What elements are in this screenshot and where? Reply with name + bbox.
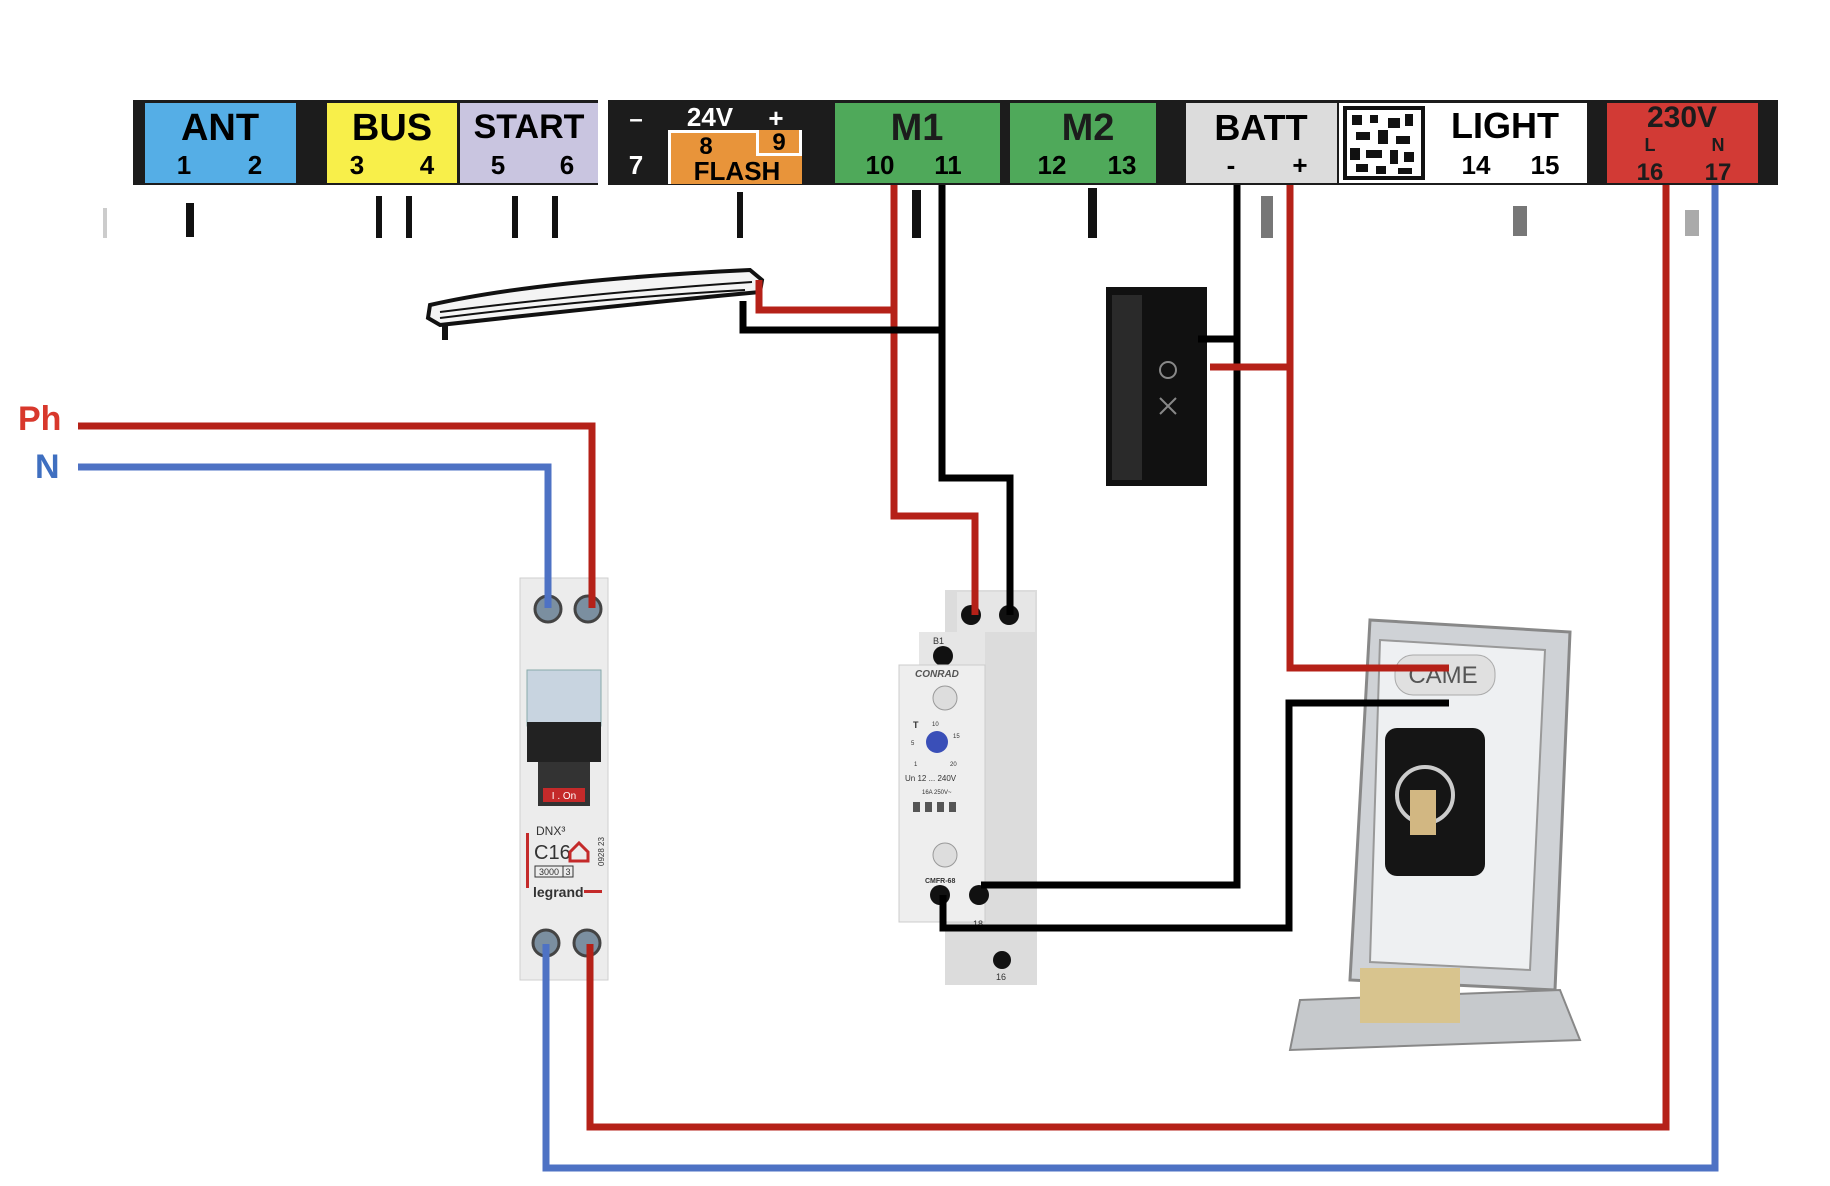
pin-10: 10 bbox=[866, 150, 895, 180]
pin-4: 4 bbox=[420, 150, 435, 180]
batt-label: BATT bbox=[1214, 107, 1307, 148]
wire-neutral-to-230v bbox=[542, 185, 1719, 1172]
wire-m1-11-to-motor bbox=[739, 301, 942, 334]
ant-label: ANT bbox=[181, 107, 259, 149]
electric-lock: CAME bbox=[1288, 618, 1582, 1052]
breaker-model: DNX³ bbox=[536, 824, 565, 838]
wire-m1-10-to-relay bbox=[890, 185, 979, 615]
breaker-rating: C16 bbox=[534, 842, 571, 864]
terminal-m2: M2 12 13 bbox=[1010, 103, 1156, 183]
light-label: LIGHT bbox=[1451, 105, 1559, 146]
terminal-start: START 5 6 bbox=[460, 103, 598, 183]
relay-time-dial[interactable] bbox=[926, 731, 948, 753]
wires bbox=[78, 185, 1719, 1172]
pin-3: 3 bbox=[350, 150, 364, 180]
relay-18-label: 18 bbox=[973, 919, 983, 929]
datamatrix-code bbox=[1343, 106, 1425, 180]
wire-batt-plus-to-lock bbox=[1286, 185, 1449, 672]
terminal-ant: ANT 1 2 bbox=[145, 103, 296, 183]
batt-minus: - bbox=[1227, 150, 1236, 180]
gate-motor-arm bbox=[425, 267, 765, 340]
dial-value: 1 bbox=[914, 762, 918, 768]
24v-plus: + bbox=[768, 103, 783, 133]
m1-label: M1 bbox=[891, 107, 944, 149]
wire-phase-supply bbox=[78, 422, 596, 608]
breaker-ref: 0928 23 bbox=[597, 837, 606, 866]
wire-m1-10-to-motor bbox=[755, 280, 894, 314]
dial-value: 15 bbox=[953, 734, 960, 740]
breaker-brand: legrand bbox=[533, 884, 584, 900]
battery bbox=[1106, 287, 1207, 486]
neutral-label: N bbox=[35, 448, 60, 486]
pin-7: 7 bbox=[629, 150, 643, 180]
pin-17: 17 bbox=[1705, 159, 1732, 186]
bus-label: BUS bbox=[352, 107, 432, 149]
pin-8: 8 bbox=[699, 133, 712, 160]
dial-value: 20 bbox=[950, 762, 957, 768]
phase-label: Ph bbox=[18, 400, 61, 438]
terminal-batt: BATT - + bbox=[1186, 103, 1337, 183]
start-label: START bbox=[474, 108, 585, 146]
relay-16-label: 16 bbox=[996, 972, 1006, 982]
wire-neutral-supply bbox=[78, 463, 552, 608]
terminal-m1: M1 10 11 bbox=[835, 103, 1000, 183]
wire-batt-minus-to-relay bbox=[981, 185, 1241, 889]
pin-11: 11 bbox=[934, 150, 962, 180]
batt-plus: + bbox=[1292, 150, 1307, 180]
pin-16: 16 bbox=[1637, 159, 1664, 186]
terminal-24v-flash: – 24V + 7 8 9 FLASH bbox=[608, 102, 802, 186]
breaker-terminal-l-in bbox=[573, 594, 603, 624]
pin-1: 1 bbox=[177, 150, 191, 180]
pin-13: 13 bbox=[1108, 150, 1137, 180]
terminal-ticks bbox=[103, 188, 1699, 238]
relay-b1-label: B1 bbox=[933, 636, 944, 646]
relay-model: CMFR-68 bbox=[925, 878, 955, 885]
pin-14: 14 bbox=[1462, 150, 1491, 180]
pin-2: 2 bbox=[248, 150, 262, 180]
pin-9: 9 bbox=[772, 129, 785, 156]
pin-5: 5 bbox=[491, 150, 505, 180]
circuit-breaker: I . On DNX³ C16 0928 23 3000 3 legrand bbox=[519, 577, 609, 981]
breaker-breaking-capacity: 3000 bbox=[539, 867, 559, 877]
pin-12: 12 bbox=[1038, 150, 1067, 180]
dial-value: 10 bbox=[932, 722, 939, 728]
live-label: L bbox=[1645, 135, 1656, 155]
230v-label: 230V bbox=[1647, 101, 1717, 134]
breaker-class: 3 bbox=[565, 867, 570, 877]
dial-value: 5 bbox=[911, 741, 915, 747]
breaker-switch-text: I . On bbox=[552, 791, 576, 802]
terminal-230v: 230V L N 16 17 bbox=[1607, 101, 1758, 186]
pin-6: 6 bbox=[560, 150, 574, 180]
terminal-strip: ANT 1 2 BUS 3 4 START 5 6 – 24V + 7 8 bbox=[133, 100, 1778, 186]
24v-label: 24V bbox=[687, 102, 734, 132]
relay-dial-label: T bbox=[913, 720, 919, 730]
24v-minus: – bbox=[629, 106, 642, 133]
neutral-label: N bbox=[1712, 135, 1725, 155]
relay-terminal-18 bbox=[969, 885, 989, 905]
relay-voltage: Un 12 ... 240V bbox=[905, 774, 957, 783]
m2-label: M2 bbox=[1062, 107, 1115, 149]
wire-relay-to-lock bbox=[939, 699, 1449, 932]
pin-15: 15 bbox=[1531, 150, 1560, 180]
flash-label: FLASH bbox=[694, 156, 781, 186]
terminal-light: LIGHT 14 15 bbox=[1339, 103, 1587, 183]
terminal-bus: BUS 3 4 bbox=[327, 103, 457, 183]
timer-relay: B1 CONRAD T 1 5 10 15 20 Un 12 ... 240V … bbox=[898, 590, 1037, 985]
relay-brand: CONRAD bbox=[915, 669, 959, 680]
relay-terminal-16 bbox=[993, 951, 1011, 969]
wire-live-to-230v bbox=[586, 185, 1670, 1131]
relay-contact: 16A 250V~ bbox=[922, 790, 952, 796]
